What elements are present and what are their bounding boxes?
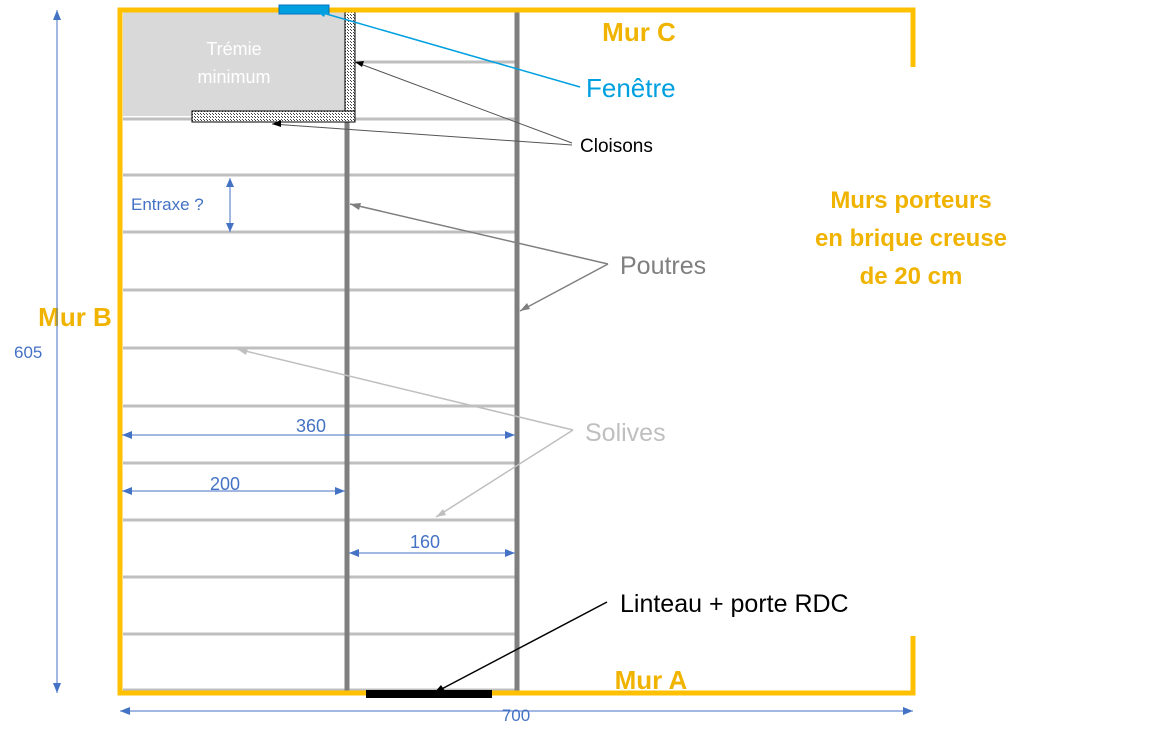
leader-lines bbox=[236, 10, 609, 694]
cloisons-leader-2 bbox=[271, 123, 573, 146]
dim-arrow-icon bbox=[505, 549, 515, 557]
dim-160-label: 160 bbox=[410, 532, 440, 552]
partition-horizontal bbox=[191, 110, 356, 123]
poutres-leader-2 bbox=[519, 263, 609, 312]
dim-height-label: 605 bbox=[14, 343, 42, 362]
murs-porteurs-line1: Murs porteurs bbox=[830, 187, 991, 214]
solives-arrow-icon bbox=[237, 348, 248, 355]
dim-arrow-icon bbox=[122, 487, 132, 495]
dim-arrow-icon bbox=[226, 223, 234, 232]
dim-arrow-icon bbox=[226, 178, 234, 187]
solives-leader-1 bbox=[236, 348, 574, 431]
wall-bottom-right bbox=[491, 636, 916, 696]
solives-arrow-icon bbox=[436, 509, 446, 517]
cloisons-arrow-icon bbox=[355, 61, 364, 67]
poutres-arrow-icon bbox=[520, 303, 530, 311]
beams bbox=[344, 10, 520, 693]
dim-arrow-icon bbox=[53, 10, 61, 20]
entraxe-label: Entraxe ? bbox=[131, 195, 204, 214]
dim-200-label: 200 bbox=[210, 474, 240, 494]
dim-arrow-icon bbox=[903, 707, 913, 715]
poutres-label: Poutres bbox=[620, 252, 706, 280]
linteau-leader bbox=[433, 601, 608, 694]
cloisons-label: Cloisons bbox=[580, 136, 653, 157]
dim-arrow-icon bbox=[53, 683, 61, 693]
cloisons-arrow-icon bbox=[272, 120, 281, 127]
murs-porteurs-line2: en brique creuse bbox=[815, 225, 1007, 252]
tremie-area bbox=[123, 12, 345, 116]
fenetre-label: Fenêtre bbox=[586, 73, 676, 103]
linteau-arrow-icon bbox=[434, 685, 445, 693]
mur-a-label: Mur A bbox=[615, 665, 688, 695]
tremie-label-line2: minimum bbox=[197, 67, 270, 87]
dim-arrow-icon bbox=[335, 487, 345, 495]
murs-porteurs-line3: de 20 cm bbox=[860, 263, 963, 290]
tremie-label-line1: Trémie bbox=[206, 39, 261, 59]
lintel-door bbox=[366, 690, 492, 698]
dim-arrow-icon bbox=[349, 549, 359, 557]
cloisons-leader-1 bbox=[354, 61, 573, 144]
poutres-leader-1 bbox=[349, 203, 609, 265]
mur-c-label: Mur C bbox=[602, 17, 676, 47]
solives-leader-2 bbox=[435, 429, 574, 518]
joists bbox=[123, 60, 517, 692]
solives-label: Solives bbox=[585, 419, 666, 447]
wall-top-and-left bbox=[117, 7, 916, 696]
dim-360-label: 360 bbox=[296, 416, 326, 436]
dim-arrow-icon bbox=[505, 431, 515, 439]
mur-b-label: Mur B bbox=[38, 302, 112, 332]
poutres-arrow-icon bbox=[350, 203, 361, 210]
dim-width-label: 700 bbox=[502, 706, 530, 725]
dim-arrow-icon bbox=[122, 431, 132, 439]
window bbox=[278, 4, 330, 15]
dim-arrow-icon bbox=[120, 707, 130, 715]
fenetre-leader bbox=[315, 10, 581, 88]
partition-vertical bbox=[344, 7, 356, 123]
dimensions bbox=[53, 10, 913, 715]
linteau-label: Linteau + porte RDC bbox=[620, 590, 849, 618]
fenetre-arrow-icon bbox=[316, 10, 327, 17]
walls bbox=[117, 7, 916, 696]
